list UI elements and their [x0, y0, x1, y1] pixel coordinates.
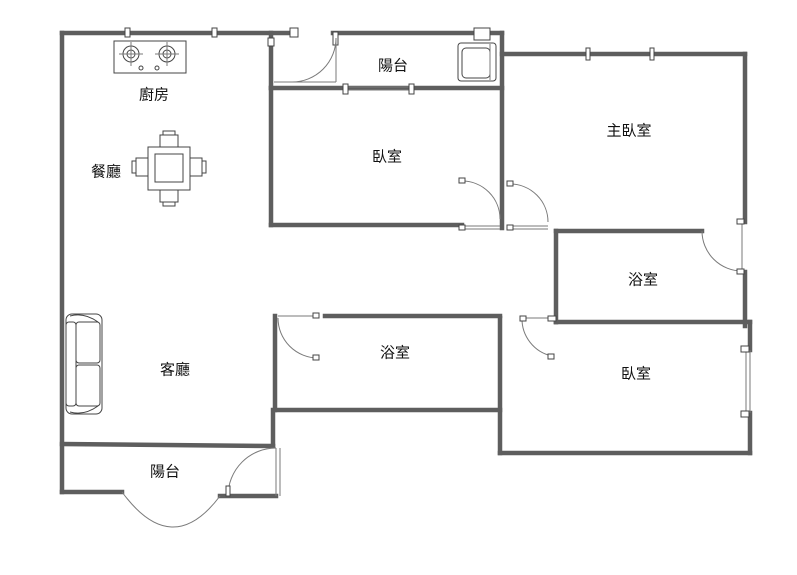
room-label-bedroom-2: 臥室: [621, 365, 651, 383]
room-label-living: 客廳: [160, 361, 190, 379]
room-label-bedroom-1: 臥室: [372, 148, 402, 166]
room-label-master-bedroom: 主臥室: [606, 122, 651, 140]
doors: [121, 37, 745, 528]
room-label-dining: 餐廳: [91, 163, 121, 181]
room-labels: 陽台 廚房 餐廳 臥室 主臥室 浴室 浴室 客廳 臥室 陽台: [91, 57, 658, 481]
room-label-bathroom-1: 浴室: [380, 344, 410, 362]
room-label-balcony-bottom: 陽台: [150, 463, 180, 481]
room-label-balcony-top: 陽台: [378, 57, 408, 75]
windows: [124, 27, 751, 418]
dining-table-icon: [131, 130, 207, 207]
stove-icon: [113, 40, 187, 74]
sofa-icon: [65, 313, 103, 415]
room-label-bathroom-2: 浴室: [628, 271, 658, 289]
room-label-kitchen: 廚房: [139, 86, 169, 104]
washing-machine-icon: [457, 42, 497, 82]
walls: [59, 30, 753, 499]
